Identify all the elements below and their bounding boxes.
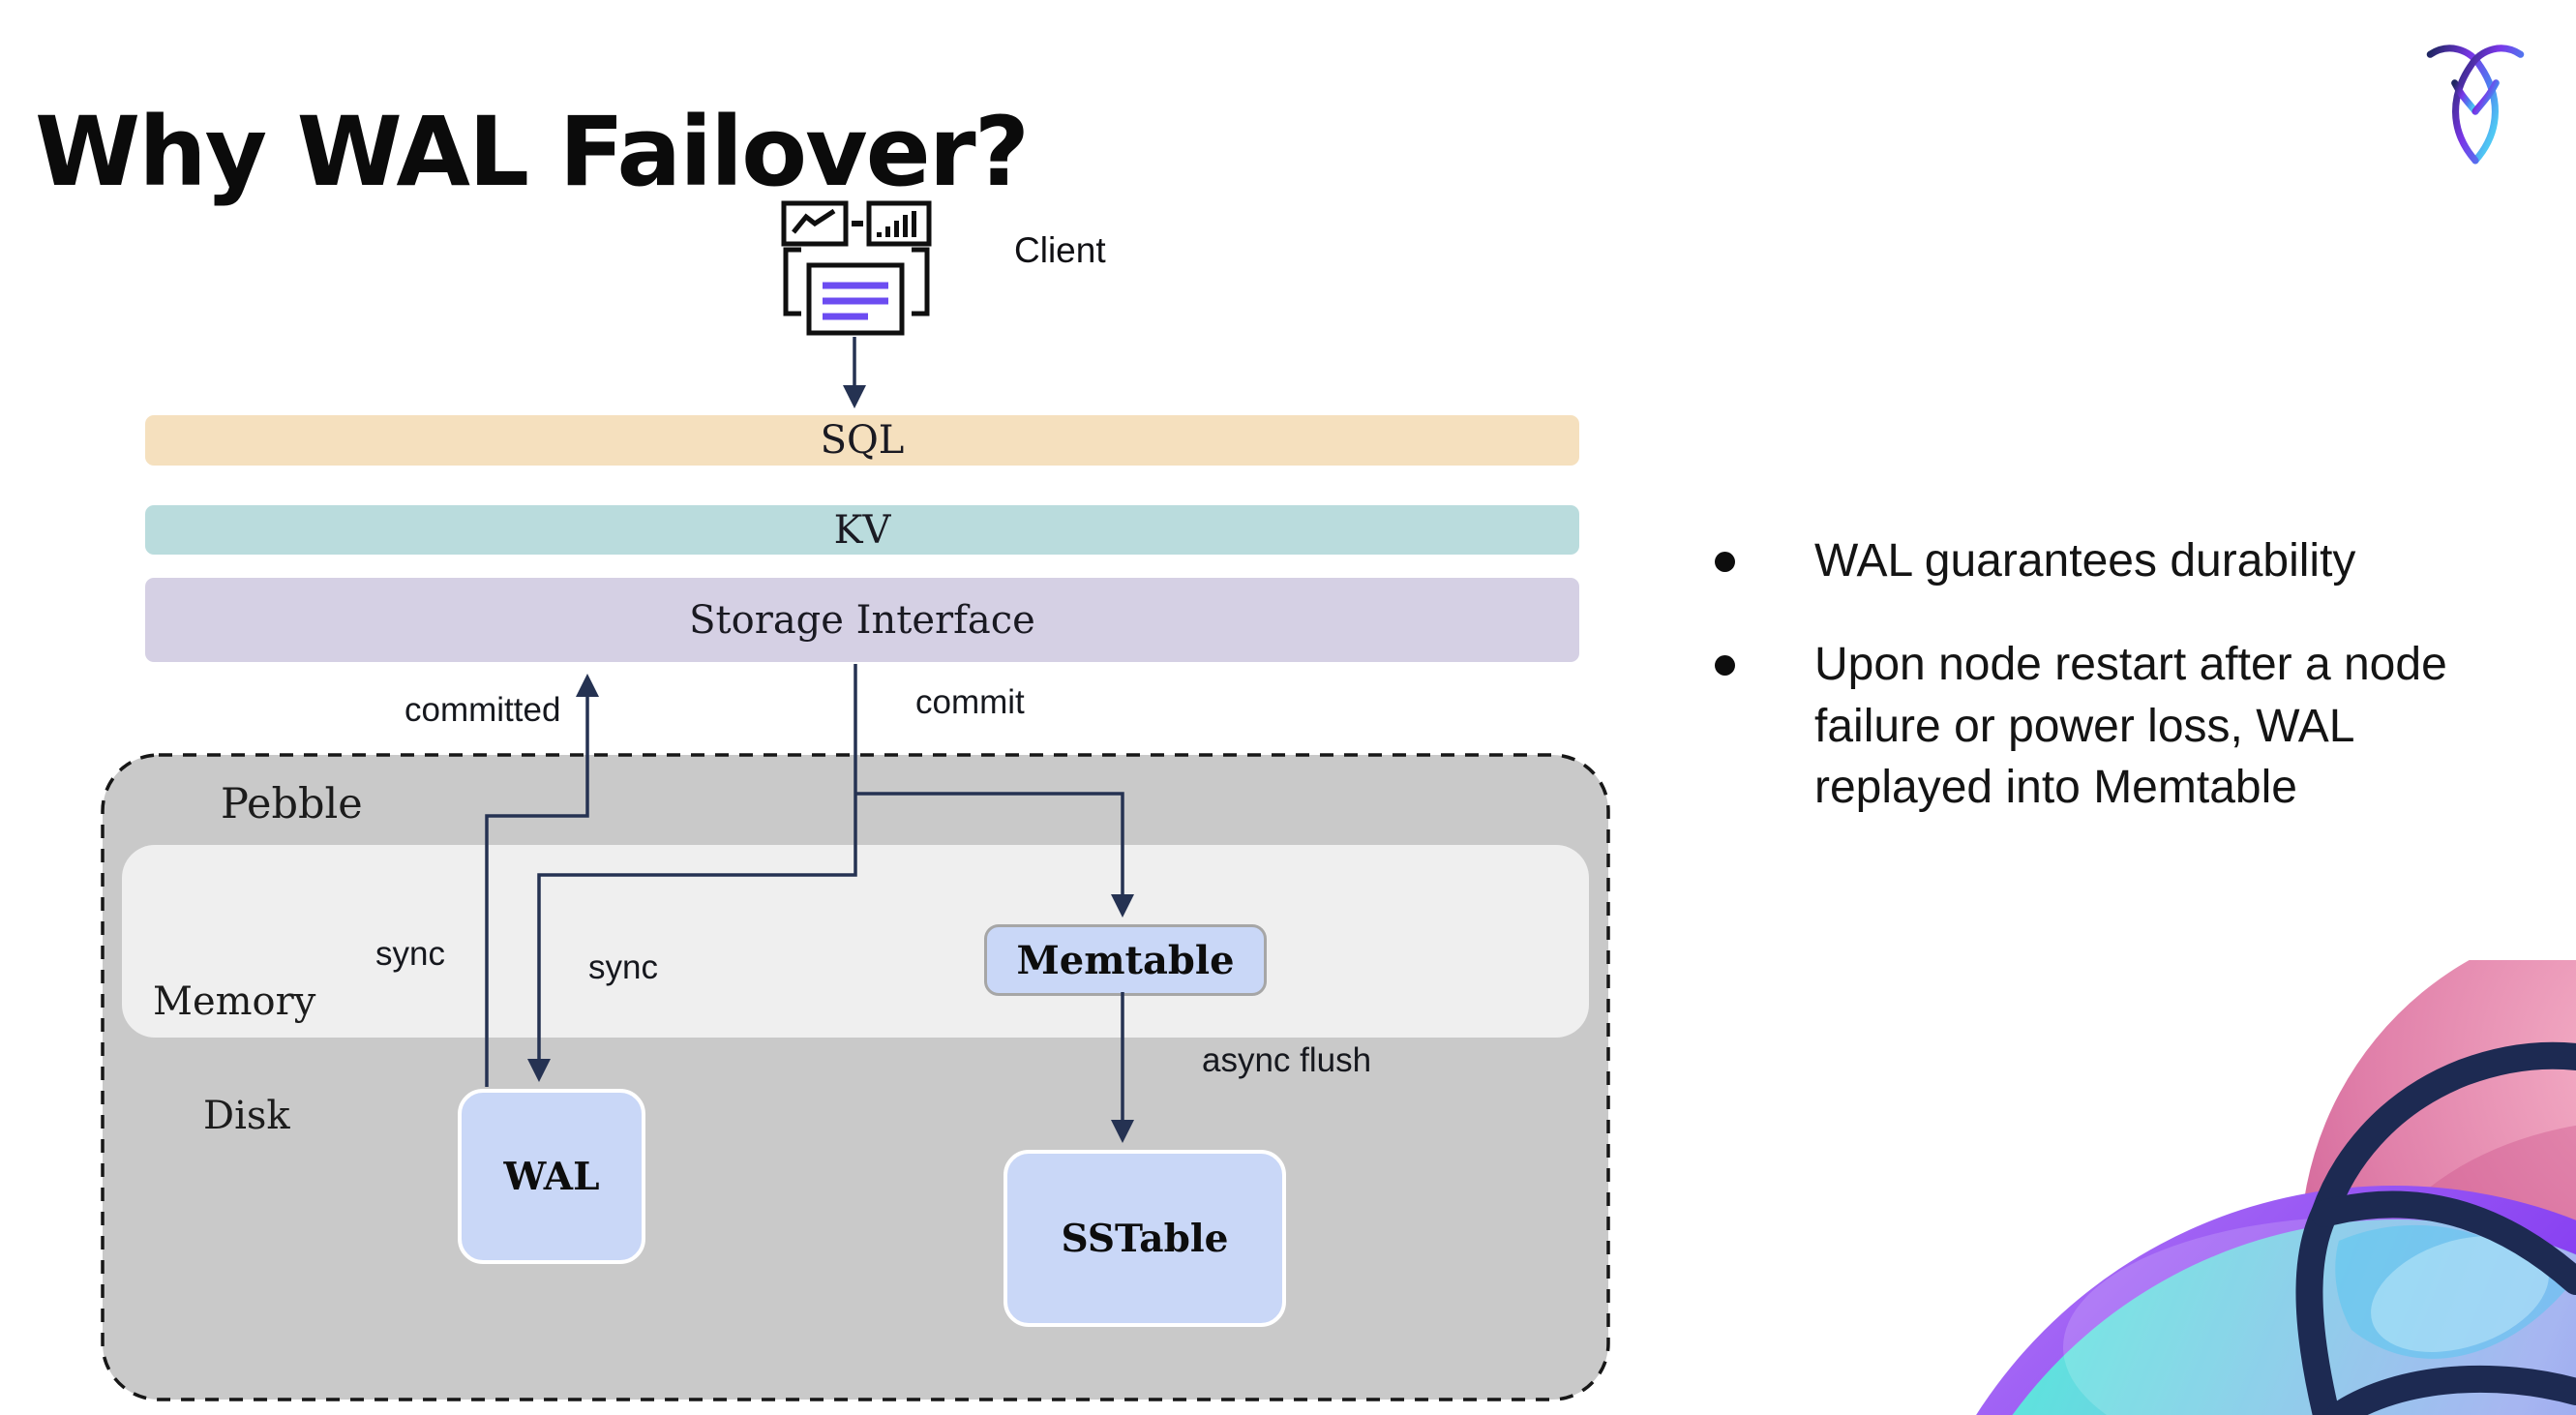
corner-brand-art (1976, 960, 2576, 1415)
sstable-node: SSTable (1003, 1150, 1286, 1327)
page-title: Why WAL Failover? (35, 97, 1030, 209)
edge-async-flush-label: async flush (1202, 1041, 1372, 1079)
layer-storage-interface: Storage Interface (145, 578, 1579, 662)
sstable-label: SSTable (1061, 1216, 1229, 1261)
line-chart-glyph (792, 208, 836, 234)
edge-sync-down-label: sync (588, 948, 658, 986)
bar-chart-glyph (877, 211, 916, 237)
bullet-list: WAL guarantees durability Upon node rest… (1715, 530, 2516, 860)
client-label: Client (1014, 230, 1106, 270)
layer-storage-interface-label: Storage Interface (689, 597, 1035, 643)
memory-zone (122, 845, 1589, 1038)
layer-kv: KV (145, 505, 1579, 555)
edge-commit-label: commit (915, 683, 1025, 721)
document-text-lines (823, 282, 888, 320)
memory-label: Memory (153, 979, 316, 1024)
cockroachdb-logo-icon (2426, 45, 2525, 165)
bullet-dot-icon (1715, 552, 1735, 572)
memtable-label: Memtable (1016, 937, 1235, 983)
layer-sql-label: SQL (820, 418, 905, 463)
list-item: Upon node restart after a node failure o… (1715, 634, 2516, 818)
layer-kv-label: KV (833, 507, 891, 553)
disk-label: Disk (203, 1094, 290, 1138)
bracket-glyphs (783, 247, 930, 316)
client-icon (781, 200, 932, 336)
wal-label: WAL (503, 1154, 600, 1199)
pebble-label: Pebble (221, 780, 363, 828)
edge-committed-label: committed (404, 691, 561, 729)
bullet-dot-icon (1715, 655, 1735, 677)
layer-sql: SQL (145, 415, 1579, 466)
bullet-text: Upon node restart after a node failure o… (1814, 639, 2447, 814)
bullet-text: WAL guarantees durability (1814, 535, 2356, 587)
list-item: WAL guarantees durability (1715, 530, 2516, 591)
edge-sync-up-label: sync (375, 935, 445, 973)
wal-node: WAL (458, 1089, 645, 1264)
memtable-node: Memtable (984, 924, 1267, 996)
